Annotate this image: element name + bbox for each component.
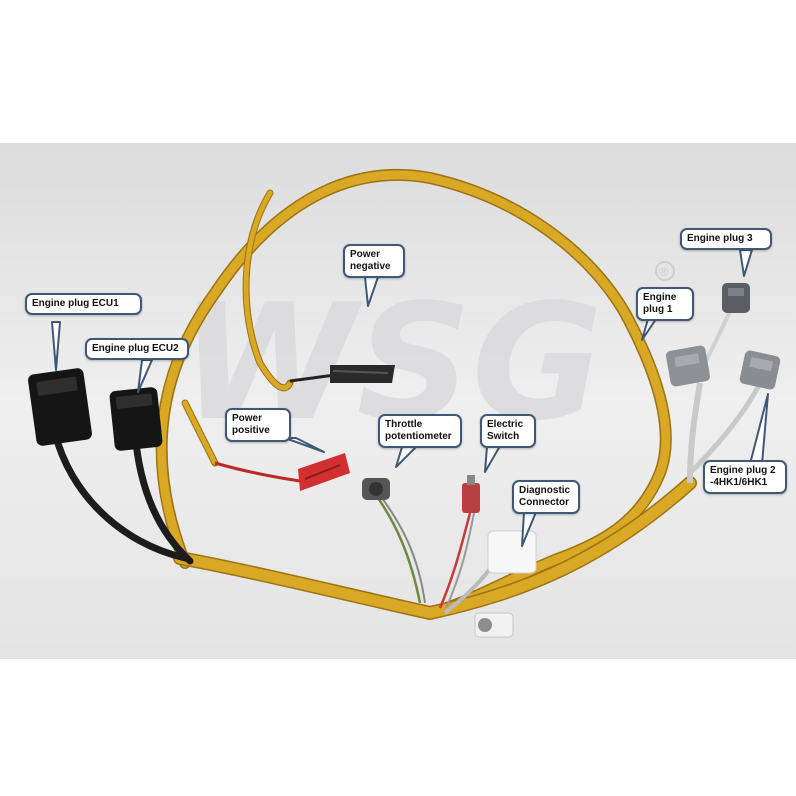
pointer-throttle bbox=[395, 446, 417, 468]
callout-electric-switch: Electric Switch bbox=[480, 414, 536, 448]
callout-engine-plug-1: Engine plug 1 bbox=[636, 287, 694, 321]
callout-text-line-2: negative bbox=[350, 261, 391, 272]
callout-text-line-2: Switch bbox=[487, 431, 520, 442]
registered-mark: ® bbox=[659, 265, 668, 279]
pointer-power-negative bbox=[364, 276, 379, 307]
engine-plug-ecu1-connector bbox=[28, 368, 92, 446]
callout-engine-plug-ecu1: Engine plug ECU1 bbox=[25, 293, 142, 315]
pointer-ecu2 bbox=[137, 359, 153, 393]
electric-switch-part bbox=[438, 475, 480, 609]
callout-text-line-1: Throttle bbox=[385, 419, 423, 430]
callout-text-line-1: Electric bbox=[487, 419, 524, 430]
engine-plugs-right bbox=[665, 283, 781, 484]
callout-power-negative: Power negative bbox=[343, 244, 405, 278]
callout-text-line-2: plug 1 bbox=[643, 304, 673, 315]
pointer-engine-plug-1 bbox=[641, 318, 657, 341]
throttle-potentiometer-part bbox=[362, 478, 426, 604]
callout-engine-plug-2: Engine plug 2 -4HK1/6HK1 bbox=[703, 460, 787, 494]
callout-throttle-potentiometer: Throttle potentiometer bbox=[378, 414, 462, 448]
callout-text-line-2: potentiometer bbox=[385, 431, 452, 442]
callout-engine-plug-3: Engine plug 3 bbox=[680, 228, 772, 250]
callout-text: Engine plug ECU1 bbox=[32, 298, 119, 309]
engine-plug-1-connector bbox=[665, 345, 711, 387]
callout-text-line-2: Connector bbox=[519, 497, 569, 508]
callout-text-line-2: -4HK1/6HK1 bbox=[710, 477, 768, 488]
ecu-black-cables bbox=[51, 429, 194, 565]
pointer-power-positive bbox=[284, 437, 325, 453]
harness-main-loop bbox=[155, 168, 697, 621]
pointer-engine-plug-2 bbox=[749, 393, 769, 465]
callout-diagnostic-connector: Diagnostic Connector bbox=[512, 480, 580, 514]
pointer-engine-plug-3 bbox=[739, 249, 753, 277]
callout-text-line-2: positive bbox=[232, 425, 270, 436]
pointer-electric-switch bbox=[484, 445, 501, 473]
callout-text-line-1: Engine bbox=[643, 292, 677, 303]
callout-text-line-1: Diagnostic bbox=[519, 485, 571, 496]
power-negative-clamp bbox=[289, 365, 395, 383]
engine-plug-ecu2-connector bbox=[109, 387, 163, 451]
engine-plug-3-connector bbox=[722, 283, 750, 313]
callout-text-line-1: Power bbox=[232, 413, 263, 424]
callout-engine-plug-ecu2: Engine plug ECU2 bbox=[85, 338, 189, 360]
callout-power-positive: Power positive bbox=[225, 408, 291, 442]
pointer-ecu1 bbox=[51, 321, 61, 371]
registered-mark-circle bbox=[655, 261, 675, 281]
callout-text: Engine plug ECU2 bbox=[92, 343, 179, 354]
power-positive-clamp bbox=[214, 453, 350, 491]
engine-plug-2-connector bbox=[739, 350, 781, 390]
wiring-harness-photo: WSG ® bbox=[0, 143, 796, 659]
callout-text-line-1: Engine plug 2 bbox=[710, 465, 776, 476]
callout-text: Engine plug 3 bbox=[687, 233, 753, 244]
callout-text-line-1: Power bbox=[350, 249, 381, 260]
pointer-diagnostic bbox=[521, 511, 537, 547]
